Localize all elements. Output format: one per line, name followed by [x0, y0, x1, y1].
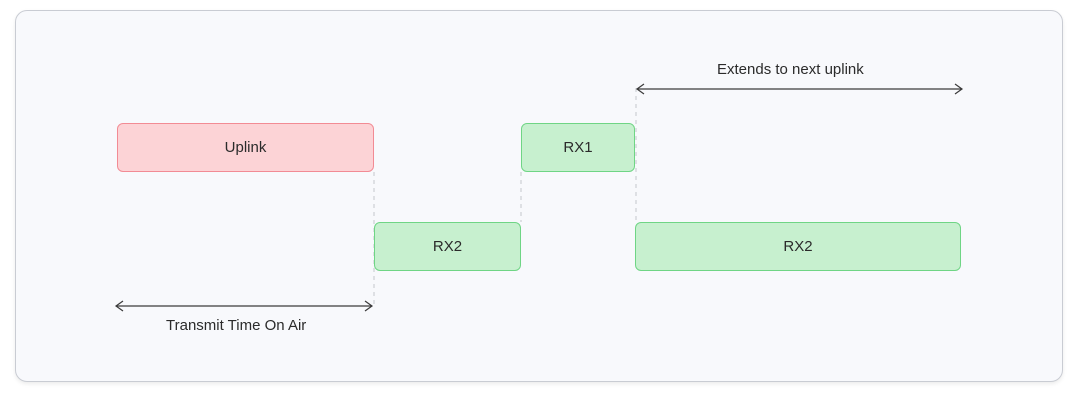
- extends-arrow: [635, 83, 964, 95]
- rx2-block-second: RX2: [635, 222, 961, 271]
- rx1-block: RX1: [521, 123, 635, 172]
- rx2-block-first: RX2: [374, 222, 521, 271]
- diagram-card: [15, 10, 1063, 382]
- uplink-block: Uplink: [117, 123, 374, 172]
- uplink-label: Uplink: [224, 139, 267, 156]
- transmit-label: Transmit Time On Air: [166, 317, 307, 334]
- rx1-label: RX1: [563, 139, 593, 156]
- extends-label: Extends to next uplink: [717, 61, 864, 78]
- transmit-arrow: [114, 300, 374, 312]
- rx2-label-second: RX2: [783, 238, 813, 255]
- rx2-label-first: RX2: [432, 238, 463, 255]
